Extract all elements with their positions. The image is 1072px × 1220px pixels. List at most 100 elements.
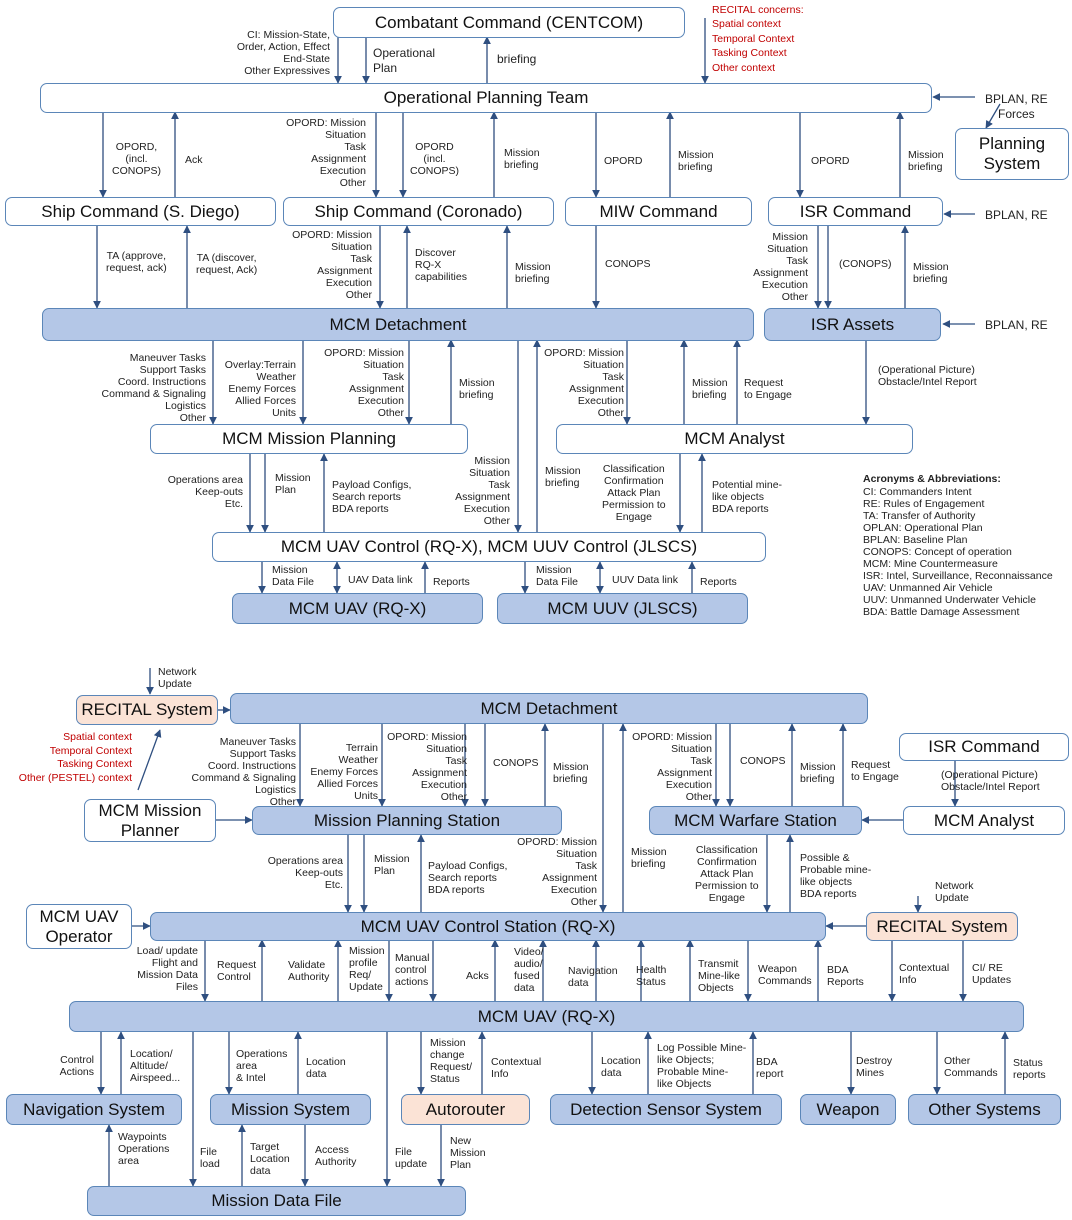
label-validate-authority: Validate Authority bbox=[288, 959, 330, 983]
label-request-to-engage-bottom: Request to Engage bbox=[851, 759, 899, 783]
isr-command-top-box: ISR Command bbox=[768, 197, 943, 226]
label-destroy-mines: Destroy Mines bbox=[856, 1055, 893, 1079]
mcm-control-box: MCM UAV Control (RQ-X), MCM UUV Control … bbox=[212, 532, 766, 562]
label-manual-control: Manual control actions bbox=[395, 952, 430, 988]
label-opord-mission-list-mws: OPORD: Mission Situation Task Assignment… bbox=[632, 731, 712, 803]
label-location-altitude: Location/ Altitude/ Airspeed... bbox=[130, 1048, 181, 1084]
label-contextual-info-autorouter: Contextual Info bbox=[491, 1056, 542, 1080]
label-load-update: Load/ update Flight and Mission Data Fil… bbox=[136, 945, 198, 993]
label-operations-area-bottom: Operations area Keep-outs Etc. bbox=[267, 855, 343, 891]
label-mission-briefing-isr: Mission briefing bbox=[908, 149, 944, 173]
mcm-mission-planning-box: MCM Mission Planning bbox=[150, 424, 468, 454]
mcm-detachment-bottom-box: MCM Detachment bbox=[230, 693, 868, 724]
label-contextual-info-ucs: Contextual Info bbox=[899, 962, 950, 986]
label-location-data-mission: Location data bbox=[306, 1056, 346, 1080]
label-opord-mission-list-co: OPORD: Mission Situation Task Assignment… bbox=[292, 229, 372, 301]
label-ack: Ack bbox=[185, 154, 203, 166]
label-bplan-re-forces: BPLAN, RE Forces bbox=[985, 92, 1048, 121]
recital-system-top-box: RECITAL System bbox=[76, 695, 218, 725]
label-navigation-data: Navigation data bbox=[568, 965, 618, 989]
label-uav-data-link: UAV Data link bbox=[348, 574, 413, 586]
label-opord-mission-list-mps: OPORD: Mission Situation Task Assignment… bbox=[387, 731, 467, 803]
label-maneuver-tasks-bottom: Maneuver Tasks Support Tasks Coord. Inst… bbox=[191, 736, 296, 808]
label-bplan-re-isr-command: BPLAN, RE bbox=[985, 208, 1048, 222]
label-recital-concerns-title: RECITAL concerns: bbox=[712, 4, 804, 16]
acronyms-list: CI: Commanders Intent RE: Rules of Engag… bbox=[863, 486, 1053, 618]
label-mission-briefing-miw: Mission briefing bbox=[678, 149, 714, 173]
label-request-control: Request Control bbox=[217, 959, 257, 983]
ship-command-coronado-box: Ship Command (Coronado) bbox=[283, 197, 554, 226]
label-operational-picture-bottom: (Operational Picture) Obstacle/Intel Rep… bbox=[941, 769, 1040, 793]
label-payload-configs-bottom: Payload Configs, Search reports BDA repo… bbox=[428, 860, 508, 896]
recital-system-bottom-box: RECITAL System bbox=[866, 912, 1018, 941]
mcm-analyst-top-box: MCM Analyst bbox=[556, 424, 913, 454]
autorouter-box: Autorouter bbox=[401, 1094, 530, 1125]
label-mission-briefing-ucs: Mission briefing bbox=[631, 846, 667, 870]
label-operations-area-top: Operations area Keep-outs Etc. bbox=[167, 474, 243, 510]
label-mission-briefing-control: Mission briefing bbox=[545, 465, 581, 489]
label-mission-briefing-analyst: Mission briefing bbox=[692, 377, 728, 401]
label-mission-briefing-co: Mission briefing bbox=[504, 147, 540, 171]
label-reports-uav: Reports bbox=[433, 576, 470, 588]
label-bda-report: BDA report bbox=[756, 1056, 784, 1080]
label-pestel-context: Spatial context Temporal Context Tasking… bbox=[18, 731, 132, 784]
label-opord-mission-list-det: OPORD: Mission Situation Task Assignment… bbox=[324, 347, 404, 419]
label-opord-incl-conops: OPORD (incl. CONOPS) bbox=[410, 141, 460, 177]
label-file-load: File load bbox=[200, 1146, 220, 1170]
label-opord-miw: OPORD bbox=[604, 155, 643, 167]
label-conops-mws: CONOPS bbox=[740, 755, 786, 767]
mcm-uav-operator-box: MCM UAV Operator bbox=[26, 904, 132, 949]
label-bplan-re-isr-assets: BPLAN, RE bbox=[985, 318, 1048, 332]
label-network-update-2: Network Update bbox=[935, 880, 974, 904]
operational-planning-team-box: Operational Planning Team bbox=[40, 83, 932, 113]
navigation-system-box: Navigation System bbox=[6, 1094, 182, 1125]
label-new-mission-plan: New Mission Plan bbox=[450, 1135, 486, 1171]
label-other-commands: Other Commands bbox=[944, 1055, 998, 1079]
mission-data-file-box: Mission Data File bbox=[87, 1186, 466, 1216]
label-control-actions: Control Actions bbox=[59, 1054, 94, 1078]
label-mission-change: Mission change Request/ Status bbox=[430, 1037, 473, 1085]
label-opord-mission-list-opt: OPORD: Mission Situation Task Assignment… bbox=[286, 117, 366, 189]
ship-command-sdiego-box: Ship Command (S. Diego) bbox=[5, 197, 276, 226]
label-mission-briefing-mps: Mission briefing bbox=[553, 761, 589, 785]
label-classification-top: Classification Confirmation Attack Plan … bbox=[602, 463, 666, 523]
label-reports-uuv: Reports bbox=[700, 576, 737, 588]
mission-system-box: Mission System bbox=[210, 1094, 371, 1125]
label-mission-profile: Mission profile Req/ Update bbox=[349, 945, 385, 993]
label-mission-list-control: Mission Situation Task Assignment Execut… bbox=[455, 455, 510, 527]
centcom-box: Combatant Command (CENTCOM) bbox=[333, 7, 685, 38]
label-waypoints: Waypoints Operations area bbox=[118, 1131, 170, 1167]
other-systems-box: Other Systems bbox=[908, 1094, 1061, 1125]
mcm-mission-planner-box: MCM Mission Planner bbox=[84, 799, 216, 842]
label-ci-re-updates: CI/ RE Updates bbox=[972, 962, 1012, 986]
label-weapon-commands: Weapon Commands bbox=[758, 963, 812, 987]
label-mission-briefing-planning: Mission briefing bbox=[459, 377, 495, 401]
detection-sensor-system-box: Detection Sensor System bbox=[550, 1094, 782, 1125]
label-ta-approve: TA (approve, request, ack) bbox=[106, 250, 167, 274]
label-ta-discover: TA (discover, request, Ack) bbox=[196, 252, 258, 276]
label-acks: Acks bbox=[466, 970, 489, 982]
mcm-uuv-box: MCM UUV (JLSCS) bbox=[497, 593, 748, 624]
miw-command-box: MIW Command bbox=[565, 197, 752, 226]
mcm-analyst-bottom-box: MCM Analyst bbox=[903, 806, 1065, 835]
label-network-update-1: Network Update bbox=[158, 666, 197, 690]
label-transmit-mine: Transmit Mine-like Objects bbox=[698, 958, 741, 994]
label-mission-briefing-det: Mission briefing bbox=[515, 261, 551, 285]
label-conops-isr: (CONOPS) bbox=[839, 258, 892, 270]
label-status-reports: Status reports bbox=[1013, 1057, 1046, 1081]
label-access-authority: Access Authority bbox=[315, 1144, 357, 1168]
label-opord-mission-list-analyst: OPORD: Mission Situation Task Assignment… bbox=[544, 347, 624, 419]
label-target-location: Target Location data bbox=[250, 1141, 290, 1177]
label-mission-briefing-isr-assets: Mission briefing bbox=[913, 261, 949, 285]
label-bda-reports: BDA Reports bbox=[827, 964, 864, 988]
label-operations-area-intel: Operations area & Intel bbox=[236, 1048, 288, 1084]
label-mission-plan-bottom: Mission Plan bbox=[374, 853, 410, 877]
label-conops-miw: CONOPS bbox=[605, 258, 651, 270]
mcm-warfare-station-box: MCM Warfare Station bbox=[649, 806, 862, 835]
label-video-audio: Video/ audio/ fused data bbox=[514, 946, 544, 994]
mission-planning-station-box: Mission Planning Station bbox=[252, 806, 562, 835]
mcm-uav-top-box: MCM UAV (RQ-X) bbox=[232, 593, 483, 624]
weapon-box: Weapon bbox=[800, 1094, 896, 1125]
label-operational-picture-top: (Operational Picture) Obstacle/Intel Rep… bbox=[878, 364, 977, 388]
